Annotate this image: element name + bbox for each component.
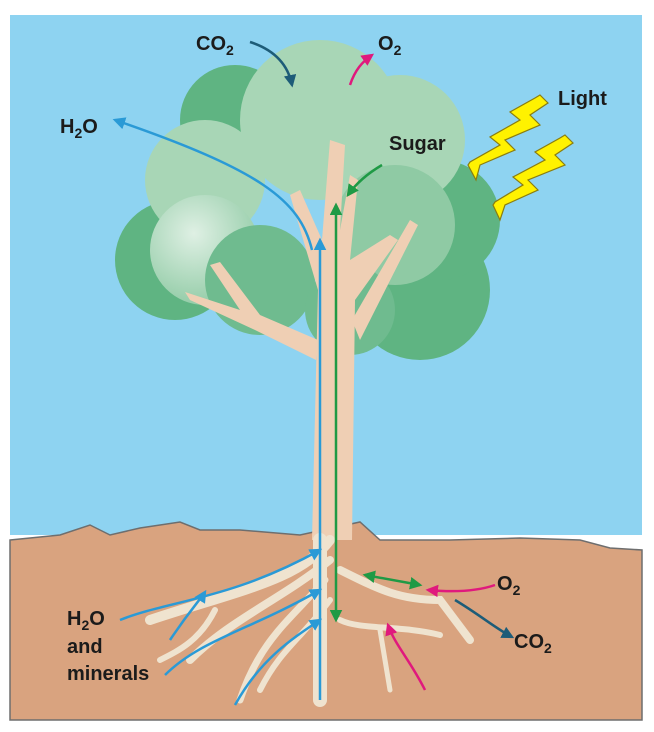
co2-arrows — [249, 40, 515, 639]
h2o-top-label: H2O — [60, 116, 98, 141]
o2-root-label: O2 — [497, 573, 521, 598]
sugar-flow-arrows — [329, 163, 423, 623]
minerals-label: minerals — [67, 663, 149, 685]
co2-root-label: CO2 — [514, 631, 552, 656]
oxygen-arrows — [348, 53, 496, 691]
light-label: Light — [558, 88, 607, 110]
and-label: and — [67, 636, 103, 658]
light-bolt-icon — [467, 94, 574, 222]
o2-top-label: O2 — [378, 33, 402, 58]
water-flow-arrows — [112, 117, 327, 706]
h2o-bottom-label: H2O — [67, 608, 105, 633]
sugar-label: Sugar — [389, 133, 446, 155]
co2-top-label: CO2 — [196, 33, 234, 58]
